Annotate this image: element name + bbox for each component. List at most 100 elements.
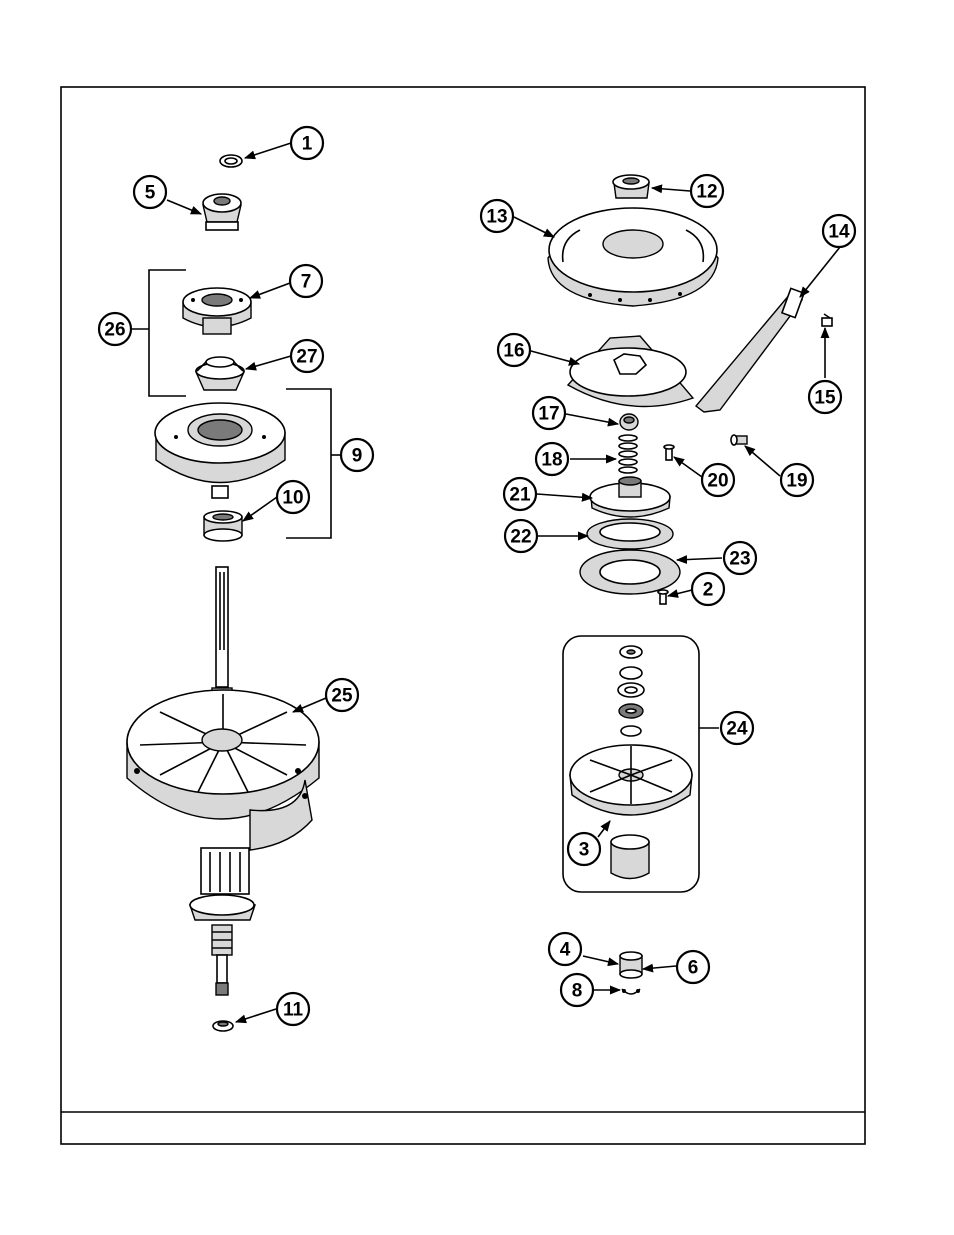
callout-23: 23	[722, 540, 758, 576]
part-22-ring	[586, 518, 674, 550]
callout-27: 27	[289, 338, 325, 374]
callout-4: 4	[547, 931, 583, 967]
callout-label: 24	[726, 719, 748, 740]
part-16-cam	[566, 335, 695, 408]
callout-circle	[132, 174, 168, 210]
callout-21: 21	[502, 476, 538, 512]
diagram-border	[60, 86, 866, 1145]
callout-label: 26	[104, 320, 125, 341]
callout-18: 18	[534, 441, 570, 477]
part-11-nut	[212, 1020, 234, 1032]
callout-16: 16	[496, 332, 532, 368]
callout-5: 5	[132, 174, 168, 210]
callout-1: 1	[289, 125, 325, 161]
callout-circle	[719, 710, 755, 746]
callout-circle	[479, 198, 515, 234]
part-12-collar	[612, 174, 650, 199]
callout-label: 23	[729, 549, 750, 570]
callout-circle	[275, 991, 311, 1027]
callout-label: 10	[282, 488, 303, 509]
part-27-seal	[194, 356, 246, 391]
part-8-clip	[621, 988, 641, 995]
callout-label: 8	[572, 981, 583, 1002]
part-7-housing	[182, 287, 252, 335]
callout-circle	[566, 831, 602, 867]
callout-2: 2	[690, 571, 726, 607]
part-15-screw	[821, 313, 833, 327]
part-5-cap	[202, 193, 242, 231]
callout-circle	[324, 677, 360, 713]
callout-circle	[779, 462, 815, 498]
bracket-9	[286, 388, 332, 539]
callout-label: 13	[486, 207, 507, 228]
callout-14: 14	[821, 213, 857, 249]
callout-circle	[807, 379, 843, 415]
part-9-plate	[154, 402, 286, 499]
bracket-26	[148, 269, 186, 397]
callout-circle	[559, 972, 595, 1008]
callout-label: 14	[828, 222, 850, 243]
callout-label: 21	[509, 485, 531, 506]
part-10-bearing	[203, 510, 243, 542]
part-13-cover	[547, 207, 719, 307]
callout-label: 12	[696, 182, 717, 203]
callout-circle	[821, 213, 857, 249]
callout-3: 3	[566, 831, 602, 867]
callout-label: 15	[814, 388, 836, 409]
callout-circle	[547, 931, 583, 967]
callout-circle	[675, 949, 711, 985]
part-19-pin	[730, 434, 748, 446]
part-24-kit	[562, 635, 700, 893]
callout-15: 15	[807, 379, 843, 415]
callout-circle	[531, 395, 567, 431]
callout-circle	[275, 479, 311, 515]
callout-9: 9	[339, 437, 375, 473]
callout-label: 7	[301, 272, 312, 293]
part-21-hub	[589, 476, 671, 518]
callout-label: 9	[352, 446, 363, 467]
callout-label: 3	[579, 840, 590, 861]
callout-circle	[289, 338, 325, 374]
callout-7: 7	[288, 263, 324, 299]
part-17-knob	[619, 413, 639, 431]
callout-12: 12	[689, 173, 725, 209]
leader-lines	[166, 142, 841, 1024]
part-2-screw	[657, 589, 669, 605]
callout-10: 10	[275, 479, 311, 515]
callout-label: 11	[283, 1000, 304, 1021]
callout-circle	[339, 437, 375, 473]
callout-25: 25	[324, 677, 360, 713]
callout-label: 5	[145, 183, 156, 204]
callout-circle	[97, 311, 133, 347]
part-4-gear	[619, 951, 643, 979]
callout-24: 24	[719, 710, 755, 746]
callout-label: 1	[302, 134, 313, 155]
callout-11: 11	[275, 991, 311, 1027]
callout-circle	[689, 173, 725, 209]
callout-26: 26	[97, 311, 133, 347]
callout-label: 4	[560, 940, 571, 961]
callout-label: 2	[703, 580, 714, 601]
callout-circle	[289, 125, 325, 161]
callout-8: 8	[559, 972, 595, 1008]
callout-circle	[722, 540, 758, 576]
part-14-lever	[694, 287, 806, 413]
callout-circle	[534, 441, 570, 477]
callout-label: 6	[688, 958, 699, 979]
callout-circle	[690, 571, 726, 607]
callout-label: 25	[331, 686, 353, 707]
part-25-transmission	[126, 566, 320, 996]
callout-label: 17	[538, 404, 559, 425]
callout-20: 20	[700, 462, 736, 498]
callout-13: 13	[479, 198, 515, 234]
callout-6: 6	[675, 949, 711, 985]
callout-19: 19	[779, 462, 815, 498]
part-1-washer	[219, 154, 243, 168]
callout-label: 19	[786, 471, 807, 492]
callout-circle	[503, 518, 539, 554]
callout-label: 22	[510, 527, 531, 548]
callout-label: 20	[707, 471, 728, 492]
part-23-flange	[579, 549, 681, 595]
